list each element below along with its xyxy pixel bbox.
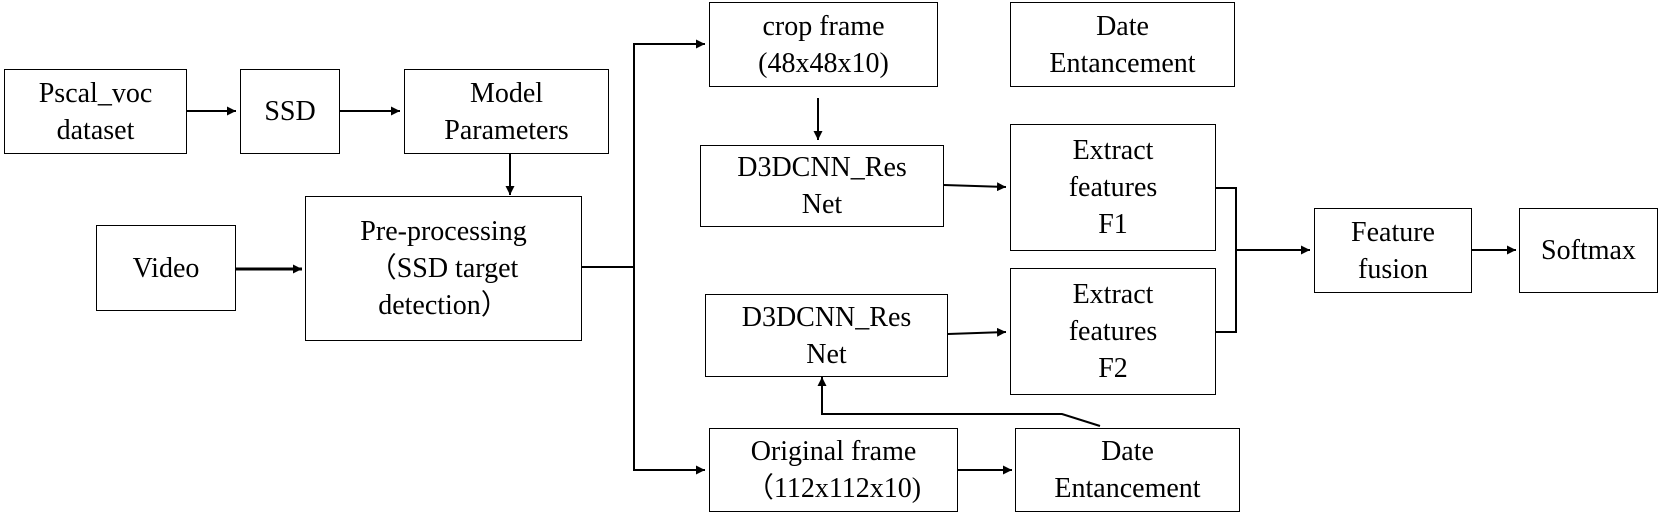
date-enhancement-top-line-1: Date: [1096, 10, 1149, 42]
video-box: Video: [96, 225, 236, 311]
original-frame-line-2: （112x112x10): [745, 473, 922, 504]
ssd-line-1: SSD: [264, 96, 316, 127]
preprocessing-line-2: （SSD target: [368, 253, 519, 284]
extract-features-f2-line-2: features: [1068, 316, 1158, 347]
softmax-box: Softmax: [1519, 208, 1658, 293]
softmax-line-1: Softmax: [1541, 235, 1636, 266]
crop-frame-line-2: (48x48x10): [758, 47, 889, 79]
date-enhancement-bottom-line-2: Entancement: [1054, 473, 1201, 504]
pscal-voc-dataset-line-2: dataset: [56, 114, 135, 146]
crop-frame-box: crop frame (48x48x10): [709, 2, 938, 87]
arrow-preprocessing-to-original: [633, 267, 705, 475]
extract-features-f1-line-3: F1: [1098, 209, 1128, 240]
extract-features-f1-line-2: features: [1068, 172, 1158, 203]
preprocessing-line-3: detection）: [378, 290, 509, 321]
d3dcnn-resnet-2-line-1: D3DCNN_Res: [741, 301, 912, 333]
original-frame-line-1: Original frame: [750, 436, 917, 467]
ssd-box: SSD: [240, 69, 340, 154]
arrow-d3dcnn2-to-f2: [947, 327, 1007, 337]
preprocessing-box: Pre-processing （SSD target detection）: [305, 196, 582, 341]
model-parameters-line-1: Model: [469, 77, 544, 109]
arrow-features-to-fusion: [1214, 187, 1310, 333]
d3dcnn-resnet-2-line-2: Net: [806, 338, 847, 370]
date-enhancement-bottom-line-1: Date: [1101, 436, 1154, 467]
video-line-1: Video: [132, 252, 200, 284]
feature-fusion-line-1: Feature: [1351, 216, 1435, 248]
d3dcnn-resnet-1-line-1: D3DCNN_Res: [737, 152, 907, 183]
extract-features-f2-line-3: F2: [1098, 353, 1128, 384]
extract-features-f2-line-1: Extract: [1072, 279, 1154, 310]
preprocessing-line-1: Pre-processing: [360, 216, 527, 247]
original-frame-box: Original frame （112x112x10): [709, 428, 958, 512]
feature-fusion-box: Feature fusion: [1314, 208, 1472, 293]
model-parameters-line-2: Parameters: [444, 114, 569, 146]
date-enhancement-top-line-2: Entancement: [1049, 47, 1196, 79]
feature-fusion-line-2: fusion: [1358, 253, 1428, 285]
crop-frame-line-1: crop frame: [762, 10, 885, 42]
arrow-d3dcnn1-to-f1: [943, 182, 1007, 192]
extract-features-f1-line-1: Extract: [1072, 135, 1154, 166]
d3dcnn-resnet-1-line-2: Net: [801, 189, 843, 220]
arrow-preprocessing-to-crop: [580, 39, 705, 268]
pscal-voc-dataset-line-1: Pscal_voc: [38, 77, 153, 109]
arrow-date-to-d3dcnn2: [817, 377, 1101, 427]
